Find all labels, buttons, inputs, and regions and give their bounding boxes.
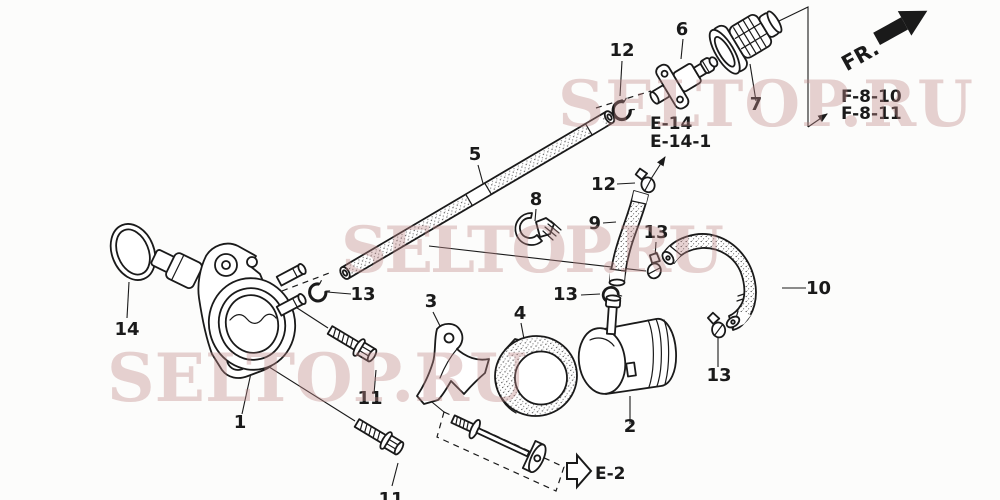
callout-13-tube-end: 13 xyxy=(350,284,375,305)
callout-11a: 11 xyxy=(357,388,382,409)
part-4-collar xyxy=(494,335,578,417)
fr-direction-arrow: FR. xyxy=(837,10,928,76)
part-11-bolt-a xyxy=(324,320,381,366)
callout-labels: 1 2 3 4 5 6 7 8 9 10 11 11 12 12 13 13 1… xyxy=(114,19,831,500)
callout-2: 2 xyxy=(624,416,637,437)
ref-f8-11: F-8-11 xyxy=(841,104,902,124)
part-12-clip-mid xyxy=(633,164,658,196)
reference-labels: E-14 E-14-1 F-8-10 F-8-11 E-2 xyxy=(595,87,902,484)
callout-6: 6 xyxy=(676,19,689,40)
callout-9: 9 xyxy=(588,213,601,234)
part-6-joint xyxy=(649,56,719,110)
part-10-fuel-hose xyxy=(661,233,757,331)
part-5-fuel-tube xyxy=(339,110,616,280)
part-1-fuel-pump xyxy=(150,242,307,379)
callout-13-hose-left: 13 xyxy=(643,222,668,243)
leader-lines xyxy=(126,6,828,487)
callout-12-top: 12 xyxy=(609,40,634,61)
pump-outlet-pipe-upper xyxy=(275,263,307,287)
part-8-tube-clamp xyxy=(514,212,562,246)
callout-13-hose-right: 13 xyxy=(706,365,731,386)
callout-8: 8 xyxy=(530,189,543,210)
callout-7: 7 xyxy=(750,94,763,115)
callout-4: 4 xyxy=(514,303,527,324)
part-13-clamp-tube-end xyxy=(305,277,334,305)
setting-bolt xyxy=(450,414,547,474)
part-11-bolt-b xyxy=(351,413,408,459)
ref-f8-10: F-8-10 xyxy=(841,87,902,107)
ref-e14-1: E-14-1 xyxy=(650,132,711,152)
e2-reference-box xyxy=(436,411,593,492)
e2-arrow-icon xyxy=(566,452,593,490)
part-7-connector xyxy=(708,10,783,75)
part-2-fuel-filter xyxy=(577,294,677,395)
callout-12-mid: 12 xyxy=(591,174,616,195)
callout-5: 5 xyxy=(469,144,482,165)
fr-arrow-icon xyxy=(873,17,908,46)
pump-outlet-pipe-lower xyxy=(275,293,307,317)
callout-11b: 11 xyxy=(378,489,403,500)
part-12-clip-top xyxy=(609,95,638,124)
ref-e2: E-2 xyxy=(595,464,626,484)
fr-label: FR. xyxy=(837,36,883,76)
part-14-oring xyxy=(109,223,157,281)
part-3-bracket xyxy=(416,322,490,405)
callout-3: 3 xyxy=(425,291,438,312)
callout-13-filter-inlet: 13 xyxy=(553,284,578,305)
ref-e14: E-14 xyxy=(650,114,692,134)
callout-14: 14 xyxy=(114,319,139,340)
callout-10: 10 xyxy=(806,278,831,299)
part-9-hose xyxy=(608,190,649,287)
callout-1: 1 xyxy=(234,412,247,433)
part-13-clamp-hose-right xyxy=(706,310,728,340)
